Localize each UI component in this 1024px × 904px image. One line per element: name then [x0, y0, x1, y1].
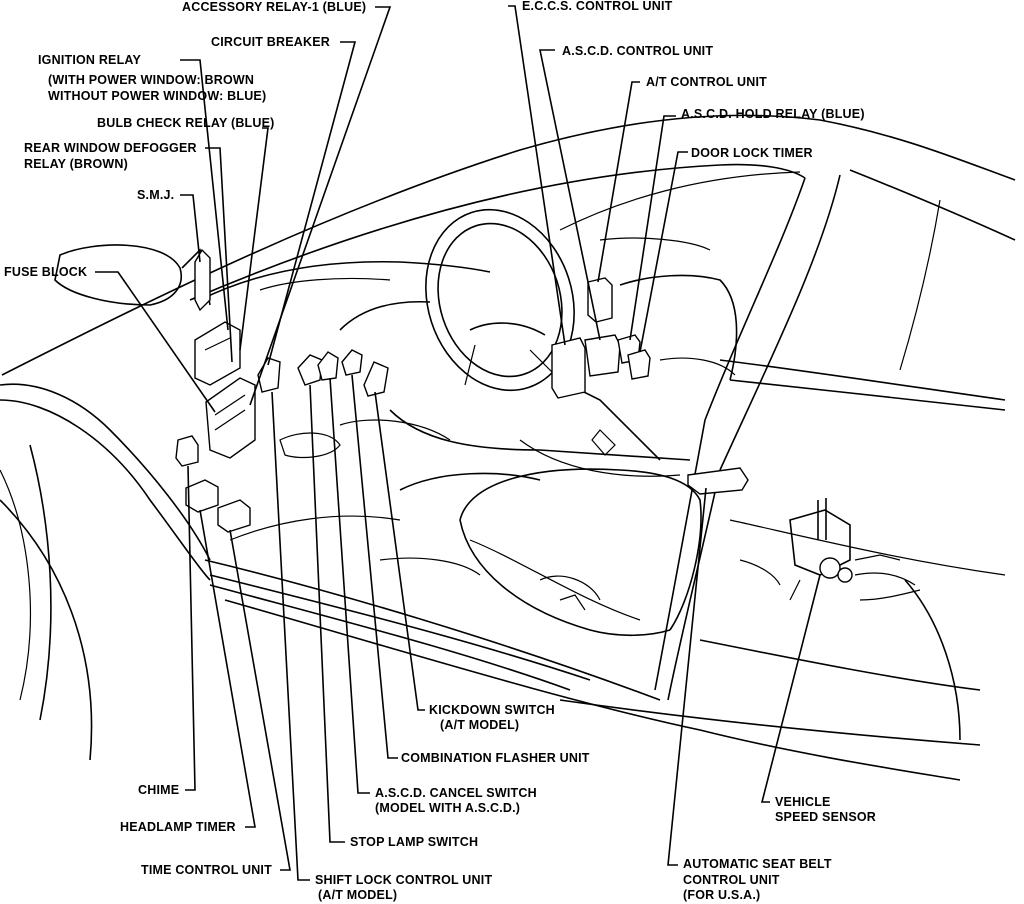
chime-body [175, 435, 199, 467]
label-fuse-block: FUSE BLOCK [4, 265, 87, 279]
label-circuit-breaker: CIRCUIT BREAKER [211, 35, 330, 49]
label-bulb-check-relay: BULB CHECK RELAY (BLUE) [97, 116, 275, 130]
label-shift-lock-1: SHIFT LOCK CONTROL UNIT [315, 873, 492, 887]
smj-connector [194, 248, 211, 312]
label-kickdown-switch-2: (A/T MODEL) [440, 718, 519, 732]
label-ignition-relay-note-1: (WITH POWER WINDOW: BROWN [48, 73, 254, 87]
headlamp-timer-body [185, 479, 219, 513]
eccs-control-unit-body [551, 337, 586, 399]
label-smj: S.M.J. [137, 188, 174, 202]
callout-labels: ACCESSORY RELAY-1 (BLUE) CIRCUIT BREAKER… [4, 0, 876, 902]
fuse-block-body [205, 377, 256, 459]
label-ascd-hold-relay: A.S.C.D. HOLD RELAY (BLUE) [681, 107, 865, 121]
label-chime: CHIME [138, 783, 179, 797]
label-seat-belt-unit-1: AUTOMATIC SEAT BELT [683, 857, 832, 871]
label-rear-defogger-relay-1: REAR WINDOW DEFOGGER [24, 141, 197, 155]
label-stop-lamp-switch: STOP LAMP SWITCH [350, 835, 478, 849]
label-seat-belt-unit-2: CONTROL UNIT [683, 873, 780, 887]
vehicle-body-drawing [0, 114, 1016, 781]
label-accessory-relay: ACCESSORY RELAY-1 (BLUE) [182, 0, 366, 14]
label-kickdown-switch-1: KICKDOWN SWITCH [429, 703, 555, 717]
ignition-relay-body [194, 321, 241, 386]
label-shift-lock-2: (A/T MODEL) [318, 888, 397, 902]
kickdown-switch-body [363, 361, 389, 397]
label-eccs-control-unit: E.C.C.S. CONTROL UNIT [522, 0, 673, 13]
shift-lock-body [317, 351, 339, 381]
label-ascd-cancel-switch-2: (MODEL WITH A.S.C.D.) [375, 801, 520, 815]
door-lock-timer-body [627, 349, 651, 380]
label-at-control-unit: A/T CONTROL UNIT [646, 75, 767, 89]
label-ascd-control-unit: A.S.C.D. CONTROL UNIT [562, 44, 713, 58]
label-ignition-relay-note-2: WITHOUT POWER WINDOW: BLUE) [48, 89, 266, 103]
combination-flasher-body [341, 349, 363, 376]
stop-lamp-switch-body [297, 354, 323, 386]
label-ignition-relay: IGNITION RELAY [38, 53, 142, 67]
label-seat-belt-unit-3: (FOR U.S.A.) [683, 888, 760, 902]
label-rear-defogger-relay-2: RELAY (BROWN) [24, 157, 128, 171]
label-headlamp-timer: HEADLAMP TIMER [120, 820, 236, 834]
component-shapes [175, 248, 651, 533]
label-ascd-cancel-switch-1: A.S.C.D. CANCEL SWITCH [375, 786, 537, 800]
ascd-control-unit-body [584, 334, 621, 377]
label-door-lock-timer: DOOR LOCK TIMER [691, 146, 813, 160]
label-combination-flasher: COMBINATION FLASHER UNIT [401, 751, 590, 765]
label-time-control-unit: TIME CONTROL UNIT [141, 863, 272, 877]
label-vehicle-speed-sensor-1: VEHICLE [775, 795, 831, 809]
time-control-unit-body [217, 499, 251, 533]
leader-lines [95, 5, 821, 881]
label-vehicle-speed-sensor-2: SPEED SENSOR [775, 810, 876, 824]
